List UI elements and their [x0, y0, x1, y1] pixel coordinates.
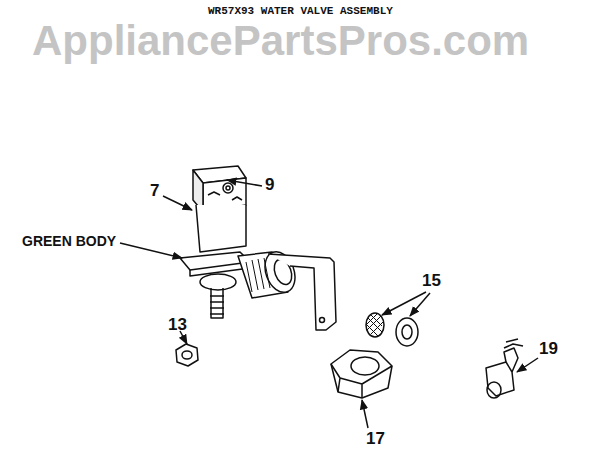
callout-number: 17	[366, 430, 385, 447]
diagram-title: WR57X93 WATER VALVE ASSEMBLY	[208, 6, 393, 17]
callout-number: 13	[168, 316, 187, 333]
callout-number: 7	[150, 182, 159, 199]
watermark: AppliancePartsPros.com	[32, 20, 529, 62]
callout-number: 9	[265, 176, 274, 193]
callout-number: 19	[539, 340, 558, 357]
part-label: GREEN BODY	[22, 234, 116, 248]
callout-number: 15	[422, 272, 441, 289]
